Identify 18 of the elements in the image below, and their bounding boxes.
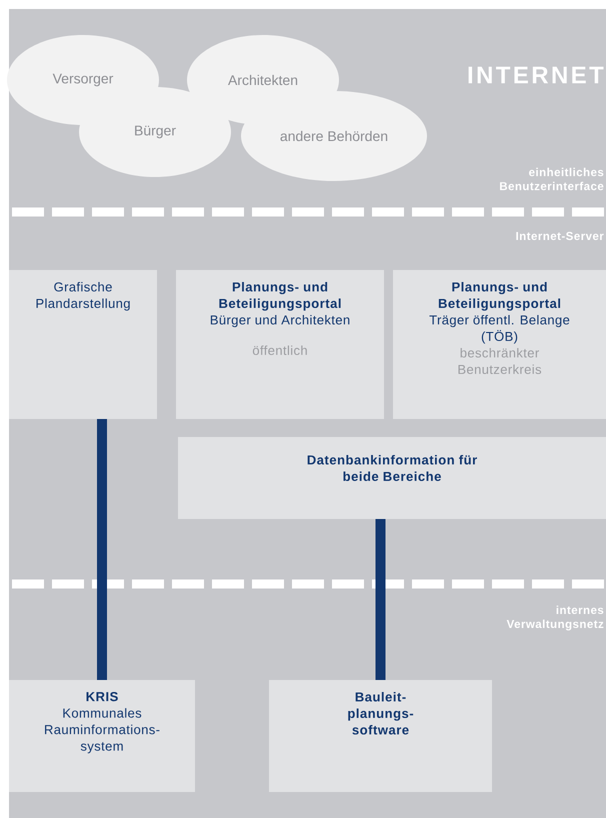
ellipse-node: Bürger <box>79 87 231 177</box>
node-label: Versorger <box>52 74 114 86</box>
system-box: Planungs- und Beteiligungsportal Bürger und Architekten öffentlich <box>176 270 384 419</box>
zone-label: INTERNET <box>468 66 604 84</box>
system-box: Bauleit-planungs-software <box>269 680 492 792</box>
system-box: Datenbankinformation für beide Bereiche <box>178 437 606 519</box>
system-box: KRIS Kommunales Rauminformations-system <box>9 680 195 792</box>
system-box: Planungs- und Beteiligungsportal Träger öffentl. Belange (TÖB) beschränkter Benutzerkreis <box>393 270 606 419</box>
system-box: Grafische Plandarstellung <box>9 270 157 419</box>
node-label: andere Behörden <box>280 130 388 142</box>
zone-label: Internet-Server <box>516 232 604 240</box>
node-label: Bürger <box>135 126 176 138</box>
ellipse-node: andere Behörden <box>241 91 427 181</box>
connector-line <box>97 419 107 680</box>
zone-label: internes Verwaltungsnetz <box>506 606 604 630</box>
connector-line <box>376 519 386 680</box>
node-label: Architekten <box>228 74 298 86</box>
zone-label: einheitliches Benutzerinterface <box>500 168 604 190</box>
